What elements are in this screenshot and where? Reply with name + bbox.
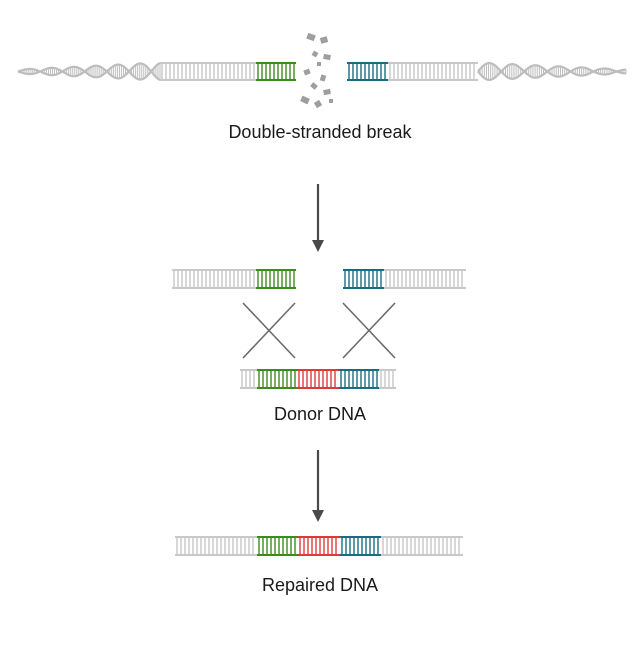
dna-fragments [300, 32, 333, 109]
arrow-head [312, 510, 324, 522]
donor-right-homology [339, 369, 379, 389]
double-stranded-break-label: Double-stranded break [228, 122, 412, 142]
arrow-head [312, 240, 324, 252]
arrow-down-1 [312, 184, 324, 252]
arrow-down-2 [312, 450, 324, 522]
left-helix-tail [17, 61, 161, 82]
dna-fragment [313, 99, 323, 109]
left-dna-segment [160, 62, 256, 81]
helix-strand [477, 61, 627, 81]
right-end-segment [384, 269, 466, 289]
dna-fragment [323, 88, 331, 96]
repaired-left-homology [257, 536, 298, 556]
right-end-homology [343, 269, 384, 289]
dna-fragment [323, 53, 331, 61]
left-homology-region [256, 62, 296, 81]
right-dna-segment [388, 62, 478, 81]
dna-fragment [329, 99, 333, 103]
left-crossover [242, 302, 296, 359]
dna-fragment [311, 50, 319, 58]
dna-fragment [319, 74, 327, 82]
crossover-line [242, 302, 296, 359]
helix-strand [477, 62, 627, 82]
right-helix-tail [477, 61, 627, 82]
dna-fragment [310, 82, 318, 90]
repaired-dna-label: Repaired DNA [261, 575, 379, 595]
left-end-segment [172, 269, 256, 289]
helix-strand [17, 61, 161, 81]
donor-right-flank [379, 369, 396, 389]
repaired-left-segment [175, 536, 257, 556]
dna-fragment [303, 68, 311, 76]
donor-left-flank [240, 369, 257, 389]
donor-insert [297, 369, 339, 389]
right-crossover [342, 302, 396, 359]
repaired-right-segment [381, 536, 463, 556]
repaired-insert [298, 536, 340, 556]
left-end-homology [256, 269, 296, 289]
dna-fragment [319, 36, 329, 44]
donor-left-homology [257, 369, 297, 389]
dna-fragment [306, 32, 316, 42]
helix-strand [17, 62, 161, 82]
dna-fragment [300, 95, 310, 105]
donor-dna-label: Donor DNA [273, 404, 367, 424]
crossover-line [342, 302, 396, 359]
dna-fragment [317, 62, 321, 66]
repaired-right-homology [340, 536, 381, 556]
right-homology-region [347, 62, 388, 81]
